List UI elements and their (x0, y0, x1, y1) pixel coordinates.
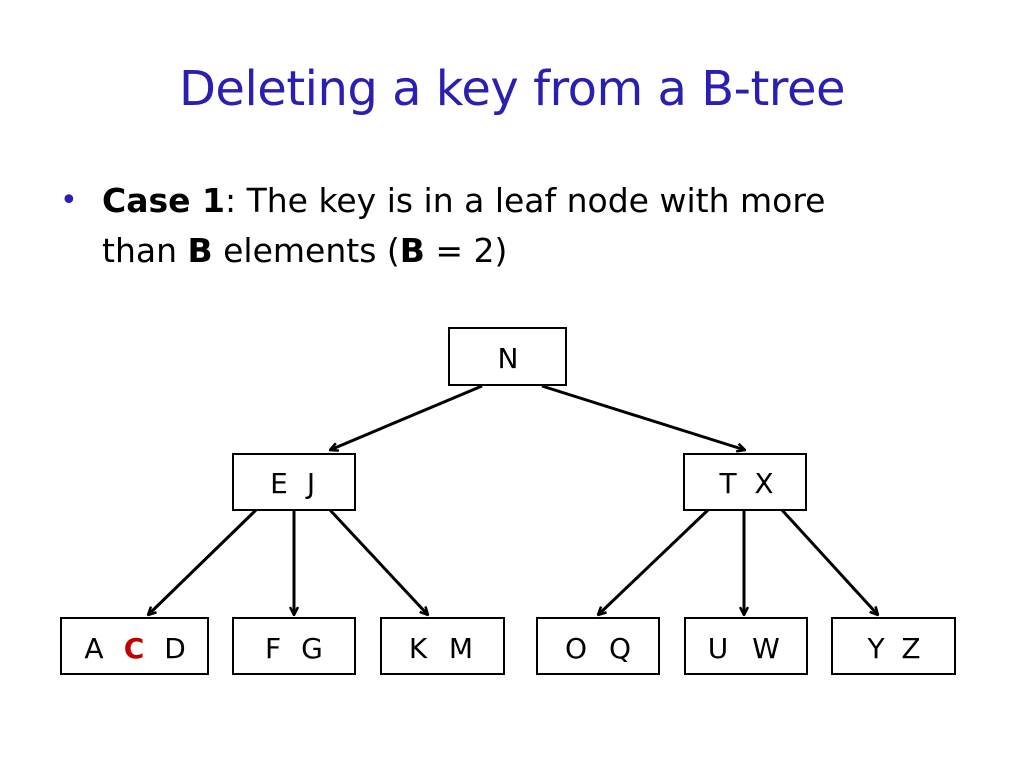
bullet-text-line1: : The key is in a leaf node with more (224, 181, 826, 220)
edge-tx-to-oq (598, 508, 710, 615)
key-m: M (449, 632, 473, 665)
b-label: B (187, 231, 213, 270)
key-g: G (301, 632, 323, 665)
edge-ej-to-km (328, 508, 428, 615)
key-n: N (498, 342, 519, 375)
key-t: T (718, 467, 737, 500)
bullet-text-line2a: than (102, 231, 188, 270)
key-x: X (754, 467, 773, 500)
key-e: E (270, 467, 288, 500)
key-o: O (565, 632, 587, 665)
edge-ej-to-acd (148, 508, 258, 615)
b-label-2: B (399, 231, 425, 270)
edge-n-to-tx (541, 384, 745, 450)
key-d: D (164, 632, 186, 665)
node-tx: T X (683, 453, 807, 511)
key-z: Z (901, 632, 920, 665)
key-u: U (708, 632, 729, 665)
node-oq: O Q (536, 617, 660, 675)
node-ej: E J (232, 453, 356, 511)
key-y: Y (866, 632, 885, 665)
key-k: K (409, 632, 428, 665)
key-j: J (305, 467, 315, 500)
node-acd: A C D (60, 617, 209, 675)
edge-tx-to-yz (780, 508, 878, 615)
key-w: W (752, 632, 780, 665)
bullet-dot-icon: • (60, 183, 78, 218)
bullet-text-line2b: elements ( (212, 231, 400, 270)
case-label: Case 1 (102, 181, 225, 220)
key-c-highlighted: C (124, 632, 145, 665)
edge-n-to-ej (330, 384, 483, 450)
key-a: A (84, 632, 103, 665)
node-root: N (448, 327, 567, 386)
node-yz: Y Z (831, 617, 956, 675)
key-f: F (265, 632, 281, 665)
slide-title: Deleting a key from a B-tree (178, 61, 846, 117)
node-fg: F G (232, 617, 356, 675)
bullet-text: Case 1: The key is in a leaf node with m… (102, 176, 962, 276)
node-uw: U W (684, 617, 808, 675)
node-km: K M (380, 617, 505, 675)
bullet-text-line2c: = 2) (424, 231, 508, 270)
key-q: Q (609, 632, 631, 665)
